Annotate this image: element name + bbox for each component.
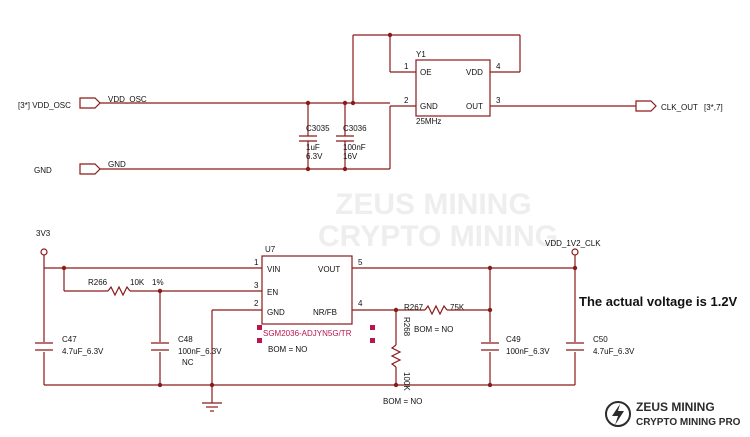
gnd-port-label: GND <box>34 166 52 175</box>
capacitor-c47: C47 4.7uF_6.3V <box>35 335 104 356</box>
c3035-value: 1uF <box>306 143 320 152</box>
gnd-port: GND GND <box>34 160 126 175</box>
logo-line1: ZEUS MINING <box>636 400 715 414</box>
r266-value: 10K <box>130 278 145 287</box>
u7-part: SGM2036-ADJYN5G/TR <box>263 329 352 338</box>
clk-out-arrow <box>635 100 657 112</box>
c50-value: 4.7uF_6.3V <box>593 347 635 356</box>
r266-tol: 1% <box>152 278 164 287</box>
capacitor-c3035: C3035 1uF 6.3V <box>299 103 330 169</box>
rail-vdd-1v2-terminal <box>571 248 579 256</box>
c3036-volt: 16V <box>343 152 358 161</box>
gnd-port-arrow <box>79 163 101 175</box>
annotation-text: The actual voltage is 1.2V <box>579 294 738 309</box>
rail-3v3: 3V3 <box>36 229 51 256</box>
rail-3v3-terminal <box>40 248 48 256</box>
u7-pin3: 3 <box>254 281 259 290</box>
c49-value: 100nF_6.3V <box>506 347 550 356</box>
u7-vin: VIN <box>267 265 281 274</box>
watermark-line2: CRYPTO MINING <box>318 220 558 253</box>
rail-vdd-1v2-label: VDD_1V2_CLK <box>545 239 601 248</box>
y1-pin1: 1 <box>404 62 409 71</box>
y1-pin2: 2 <box>404 96 409 105</box>
r267-ref: R267 <box>404 303 424 312</box>
vdd-osc-port-label: [3*] VDD_OSC <box>18 101 71 110</box>
zeus-logo: ZEUS MINING CRYPTO MINING PRO <box>605 400 741 428</box>
junction-dots <box>61 32 578 388</box>
u7-gnd: GND <box>267 308 285 317</box>
capacitor-c48: C48 100nF_6.3V NC <box>151 335 222 367</box>
u7-bom: BOM = NO <box>268 345 307 354</box>
regulator-u7: U7 VIN EN GND VOUT NR/FB 1 2 3 4 5 SGM20… <box>254 245 375 354</box>
lightning-icon <box>605 401 631 427</box>
c49-ref: C49 <box>506 335 521 344</box>
vdd-osc-port-arrow <box>79 97 101 109</box>
resistor-r266: R266 10K 1% <box>88 278 164 297</box>
c3035-volt: 6.3V <box>306 152 323 161</box>
y1-out: OUT <box>466 102 483 111</box>
u7-pin1: 1 <box>254 258 259 267</box>
y1-body <box>415 59 491 117</box>
clk-out-ref: [3*,7] <box>704 103 723 112</box>
u7-pin4: 4 <box>358 299 363 308</box>
rail-3v3-label: 3V3 <box>36 229 51 238</box>
logo-line2: CRYPTO MINING PRO <box>636 417 741 428</box>
crystal-y1: Y1 25MHz OE GND VDD OUT 1 2 3 4 <box>404 50 501 126</box>
resistor-r268: R268 100K BOM = NO <box>383 317 422 406</box>
c3036-ref: C3036 <box>343 124 367 133</box>
c48-note: NC <box>182 358 194 367</box>
c48-value: 100nF_6.3V <box>178 347 222 356</box>
c3036-value: 100nF <box>343 143 366 152</box>
y1-ref: Y1 <box>416 50 426 59</box>
r268-bom: BOM = NO <box>383 397 422 406</box>
c47-ref: C47 <box>62 335 77 344</box>
r267-value: 75K <box>450 303 465 312</box>
c3035-ref: C3035 <box>306 124 330 133</box>
u7-ref: U7 <box>265 245 276 254</box>
r268-value: 100K <box>402 372 411 391</box>
r266-ref: R266 <box>88 278 108 287</box>
capacitor-c3036: C3036 100nF 16V <box>336 103 367 169</box>
resistor-r267: R267 75K BOM = NO <box>404 303 465 334</box>
ground-symbol <box>202 402 222 412</box>
u7-pin2: 2 <box>254 299 259 308</box>
r267-bom: BOM = NO <box>414 325 453 334</box>
y1-gnd: GND <box>420 102 438 111</box>
c50-ref: C50 <box>593 335 608 344</box>
capacitor-c49: C49 100nF_6.3V <box>481 335 550 356</box>
y1-pin4: 4 <box>496 62 501 71</box>
c47-value: 4.7uF_6.3V <box>62 347 104 356</box>
watermark: ZEUS MINING CRYPTO MINING <box>318 188 558 253</box>
u7-pin5: 5 <box>358 258 363 267</box>
y1-pin3: 3 <box>496 96 501 105</box>
u7-en: EN <box>267 288 278 297</box>
u7-body <box>261 255 353 325</box>
u7-vout: VOUT <box>318 265 340 274</box>
y1-oe: OE <box>420 68 432 77</box>
capacitor-c50: C50 4.7uF_6.3V <box>566 335 635 356</box>
clk-out-label: CLK_OUT <box>661 103 698 112</box>
gnd-net-label: GND <box>108 160 126 169</box>
c48-ref: C48 <box>178 335 193 344</box>
vdd-osc-port: [3*] VDD_OSC VDD_OSC <box>18 95 147 110</box>
clk-out-port: CLK_OUT [3*,7] <box>635 100 723 112</box>
r268-ref: R268 <box>402 317 411 337</box>
u7-nrfb: NR/FB <box>313 308 337 317</box>
watermark-line1: ZEUS MINING <box>335 188 532 221</box>
y1-freq: 25MHz <box>416 117 441 126</box>
vdd-osc-net-label: VDD_OSC <box>108 95 147 104</box>
y1-vdd: VDD <box>466 68 483 77</box>
